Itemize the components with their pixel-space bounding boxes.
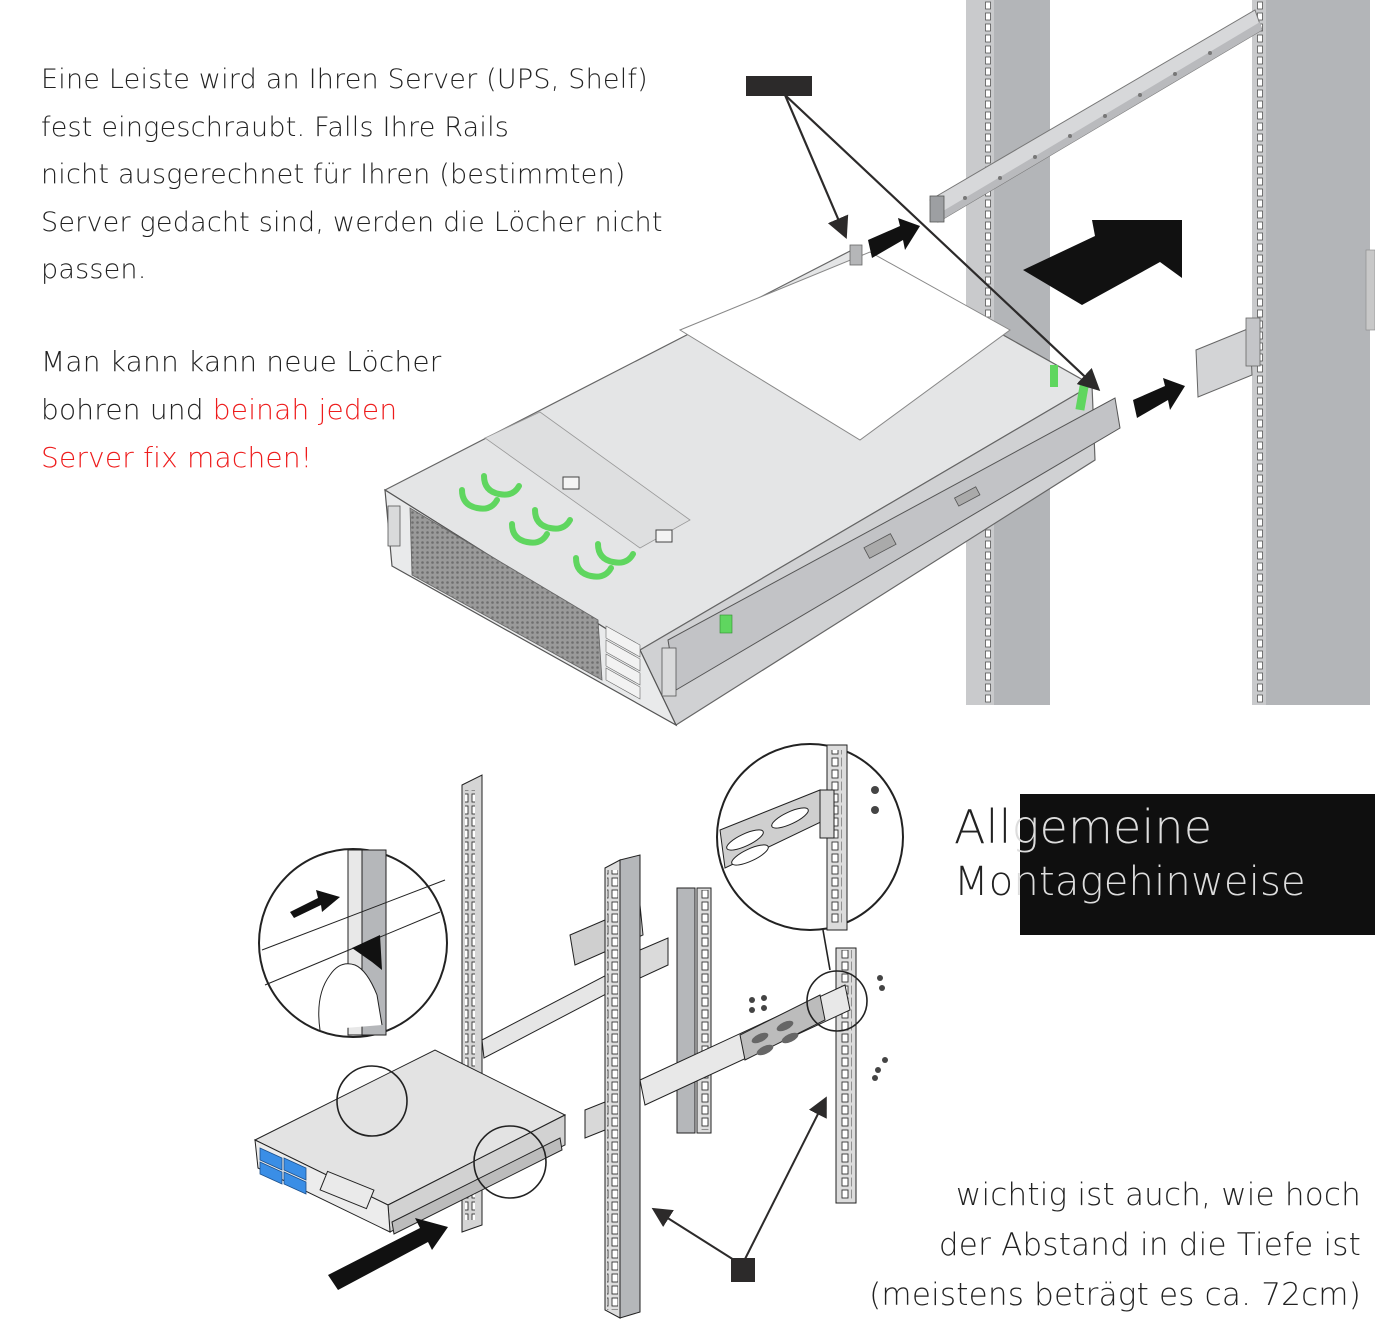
top-arrows [868, 218, 1185, 418]
top-callout-lines [783, 94, 1101, 392]
intro-paragraph: Eine Leiste wird an Ihren Server (UPS, S… [41, 56, 663, 294]
detail-circle [473, 1125, 547, 1199]
callout-label-box-bottom [731, 1258, 755, 1282]
heading-line-1-a: All [954, 800, 1012, 854]
drive-bays-blue [259, 1147, 307, 1195]
intro-line: fest eingeschraubt. Falls Ihre Rails [41, 111, 510, 143]
insertion-arrow-small-icon [868, 218, 920, 258]
intro-line: Server gedacht sind, werden die Löcher n… [41, 206, 663, 238]
bottom-rack [253, 743, 904, 1319]
heading: Allgemeine Montagehinweise [954, 800, 1306, 910]
heading-line-1-b: gemeine [1011, 800, 1213, 854]
bottom-callout-lines [651, 1096, 827, 1266]
heading-line-2-b: ntagehinweise [1013, 859, 1306, 905]
fan-module-handles [459, 473, 636, 580]
depth-note-line: (meistens beträgt es ca. 72cm) [869, 1277, 1361, 1313]
rack-post-right-side [1266, 0, 1370, 705]
detail-circle [806, 970, 868, 1032]
push-direction-arrow-icon [1023, 220, 1182, 305]
press-arrow-icon [352, 935, 382, 970]
server-chassis-large [383, 244, 1121, 727]
push-arrow-icon [290, 890, 340, 918]
intro-line: nicht ausgerechnet für Ihren (bestimmten… [41, 159, 626, 190]
heading-line-2: Montagehinweise [954, 855, 1306, 910]
depth-note-line: wichtig ist auch, wie hoch [955, 1177, 1361, 1213]
top-rack [929, 0, 1375, 705]
tip-paragraph: Man kann kann neue Löcher bohren und bei… [41, 338, 441, 482]
heading-line-2-a: Mo [954, 859, 1014, 905]
insertion-arrow-small-icon [1133, 378, 1185, 418]
detail-circle [336, 1065, 408, 1137]
tip-line-2: bohren und beinah jeden [41, 386, 441, 434]
heading-background [1020, 794, 1375, 935]
depth-note: wichtig ist auch, wie hoch der Abstand i… [869, 1170, 1361, 1320]
heading-line-1: Allgemeine [954, 800, 1306, 855]
tip-line-3-highlight: Server fix machen! [41, 441, 313, 474]
detail-magnifier-bracket [716, 743, 904, 931]
push-direction-arrow-icon [328, 1218, 448, 1290]
intro-line: Eine Leiste wird an Ihren Server (UPS, S… [41, 64, 648, 95]
tip-line-1: Man kann kann neue Löcher [41, 345, 442, 378]
tip-line-2-plain: bohren und [41, 393, 213, 426]
depth-note-line: der Abstand in die Tiefe ist [938, 1227, 1361, 1263]
intro-line: passen. [41, 254, 147, 285]
callout-label-box-top [746, 76, 812, 96]
detail-magnifier-hand [258, 848, 448, 1038]
tip-highlight: beinah jeden [212, 393, 398, 426]
rear-mounting-bracket [1195, 327, 1253, 398]
